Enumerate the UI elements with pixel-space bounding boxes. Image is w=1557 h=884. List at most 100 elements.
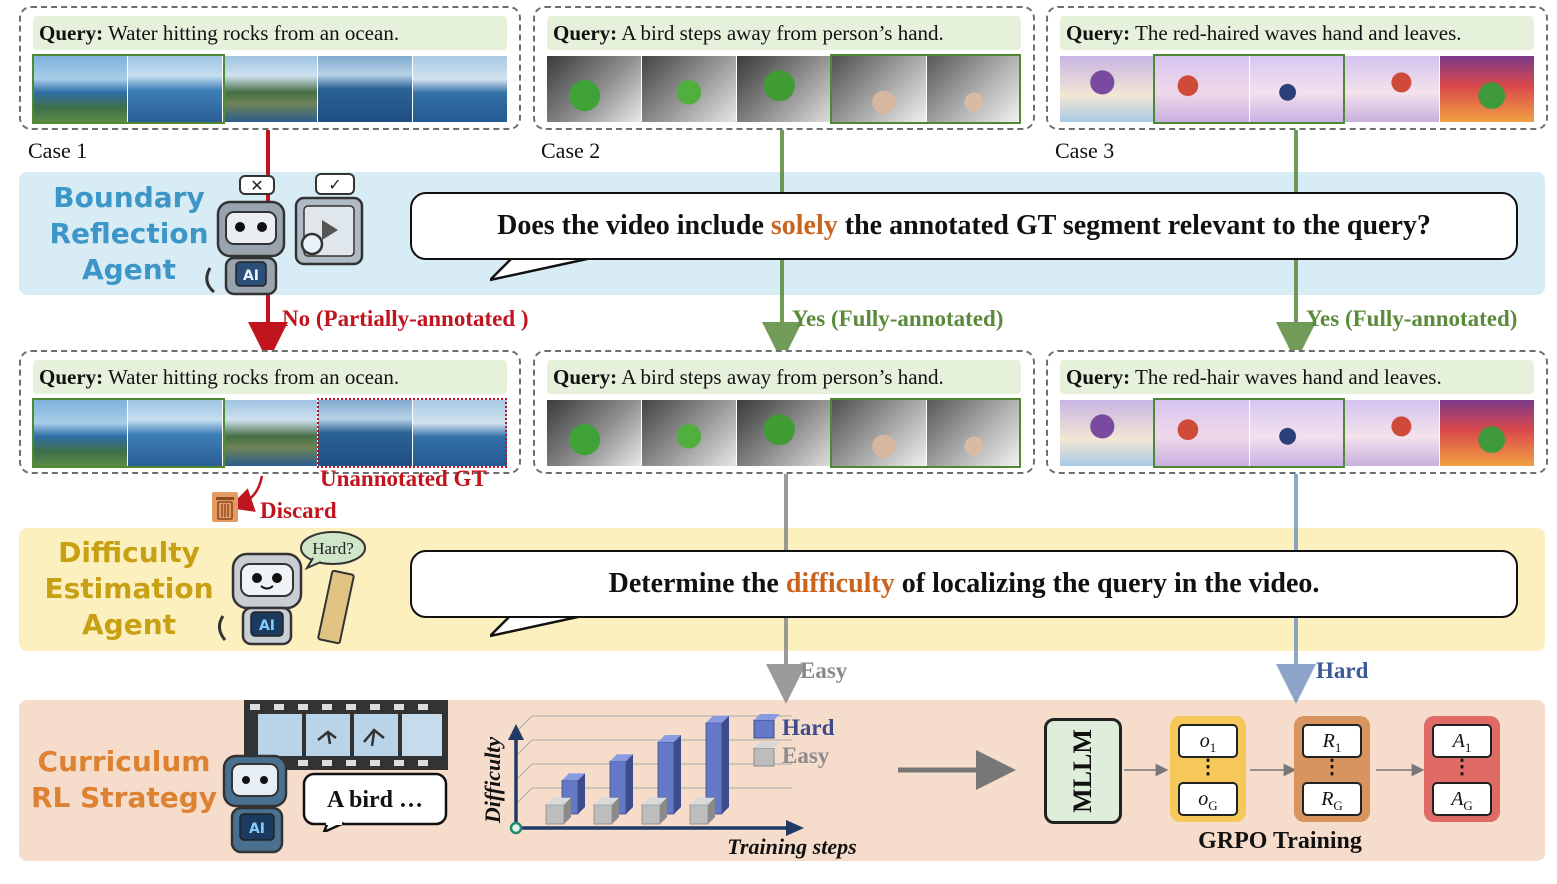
video-frame: [547, 56, 641, 122]
output-last: oG: [1178, 782, 1238, 816]
discard-label: Discard: [260, 498, 337, 523]
video-frame: [1155, 56, 1249, 122]
rewards-group: R1 ⋮ RG: [1294, 716, 1370, 822]
mllm-label: MLLM: [1068, 729, 1097, 813]
video-frame: [642, 56, 736, 122]
chart-gridline: [515, 763, 792, 781]
case1-label: Case 1: [28, 138, 88, 163]
discard-arrow: [228, 475, 264, 512]
refined-case1-gt-segment: [32, 398, 225, 468]
case2-label: Case 2: [541, 138, 601, 163]
video-frame: [1155, 400, 1249, 466]
chart-legend-easy: Easy: [753, 742, 830, 768]
chart-bar-easy: [593, 797, 619, 825]
case1-decision-label: No (Partially-annotated ): [282, 306, 529, 331]
case1-gt-segment: [32, 54, 225, 124]
video-frame: [33, 56, 127, 122]
chart-gridline: [515, 787, 792, 805]
advantage-first: A1: [1432, 724, 1492, 758]
video-frame: [1345, 56, 1439, 122]
video-frame: [642, 400, 736, 466]
video-frame: [1060, 56, 1154, 122]
svg-text:✓: ✓: [328, 175, 341, 194]
refined-case2-gt-segment: [830, 398, 1021, 468]
advantage-ellipsis: ⋮: [1452, 756, 1472, 778]
reward-last: RG: [1302, 782, 1362, 816]
chart-bar-easy: [641, 797, 667, 825]
outputs-group: o1 ⋮ oG: [1170, 716, 1246, 822]
video-frame: [33, 400, 127, 466]
boundary-agent-title: Boundary Reflection Agent: [49, 181, 209, 286]
chart-y-label: Difficulty: [480, 737, 505, 825]
refined-case1-frames: [33, 400, 507, 466]
chart-bar-easy: [545, 797, 571, 825]
chart-legend-hard-label: Hard: [782, 715, 835, 740]
video-frame: [737, 56, 831, 122]
case2-frames: [547, 56, 1021, 122]
refined-case3-gt-segment: [1153, 398, 1345, 468]
chart-grid: [515, 715, 792, 805]
video-frame: [318, 56, 412, 122]
hard-result-label: Hard: [1316, 658, 1369, 683]
svg-text:AI: AI: [243, 268, 259, 284]
chart-x-label: Training steps: [727, 834, 856, 859]
chart-gridline: [515, 715, 792, 733]
video-frame: [1250, 56, 1344, 122]
grpo-caption: GRPO Training: [1198, 828, 1362, 854]
case3-query: Query: The red-haired waves hand and lea…: [1060, 16, 1534, 50]
trash-icon: [212, 492, 238, 522]
advantages-group: A1 ⋮ AG: [1424, 716, 1500, 822]
curriculum-title: Curriculum RL Strategy: [30, 745, 218, 814]
refined-case2-frames: [547, 400, 1021, 466]
case3-box: Query: The red-haired waves hand and lea…: [1046, 6, 1548, 130]
video-frame: [927, 56, 1021, 122]
refined-case1-query: Query: Water hitting rocks from an ocean…: [33, 360, 507, 394]
video-frame: [413, 400, 507, 466]
refined-case3-frames: [1060, 400, 1534, 466]
case1-box: Query: Water hitting rocks from an ocean…: [19, 6, 521, 130]
video-frame: [128, 400, 222, 466]
video-frame: [1440, 56, 1534, 122]
svg-text:✕: ✕: [250, 176, 263, 195]
case3-gt-segment: [1153, 54, 1345, 124]
video-frame: [737, 400, 831, 466]
reward-ellipsis: ⋮: [1322, 756, 1342, 778]
advantage-last: AG: [1432, 782, 1492, 816]
refined-case1-unannotated-segment: [317, 398, 507, 468]
mllm-box: MLLM: [1044, 718, 1122, 824]
refined-case3-query: Query: The red-hair waves hand and leave…: [1060, 360, 1534, 394]
chart-legend-easy-label: Easy: [782, 743, 830, 768]
chart-y-axis-arrowhead: [508, 724, 524, 740]
boundary-question-highlight: solely: [770, 210, 838, 241]
refined-case2-query: Query: A bird steps away from person’s h…: [547, 360, 1021, 394]
output-ellipsis: ⋮: [1198, 756, 1218, 778]
video-frame: [128, 56, 222, 122]
video-frame: [1345, 400, 1439, 466]
refined-case3-box: Query: The red-hair waves hand and leave…: [1046, 350, 1548, 474]
refined-case2-box: Query: A bird steps away from person’s h…: [533, 350, 1035, 474]
chart-bar-easy: [689, 797, 715, 825]
difficulty-agent-title: Difficulty Estimation Agent: [44, 536, 214, 641]
chart-gridline: [515, 739, 792, 757]
video-frame: [223, 400, 317, 466]
svg-text:A bird …: A bird …: [327, 787, 423, 813]
case3-decision-label: Yes (Fully-annotated): [1306, 306, 1518, 331]
case2-decision-label: Yes (Fully-annotated): [792, 306, 1004, 331]
svg-text:AI: AI: [259, 618, 275, 634]
video-frame: [1440, 400, 1534, 466]
video-frame: [832, 400, 926, 466]
video-frame: [1250, 400, 1344, 466]
difficulty-robot-icon: Hard? AI: [218, 531, 366, 646]
reward-first: R1: [1302, 724, 1362, 758]
chart-legend-hard: Hard: [753, 714, 835, 740]
video-frame: [223, 56, 317, 122]
chart-bar-hard: [705, 715, 729, 815]
difficulty-chart: Difficulty Training steps Hard Easy: [480, 714, 857, 859]
chart-origin-marker: [509, 821, 523, 835]
case2-box: Query: A bird steps away from person’s h…: [533, 6, 1035, 130]
refined-case1-box: Query: Water hitting rocks from an ocean…: [19, 350, 521, 474]
video-frame: [413, 56, 507, 122]
chart-bars: [545, 715, 729, 825]
easy-result-label: Easy: [800, 658, 848, 683]
case1-query: Query: Water hitting rocks from an ocean…: [33, 16, 507, 50]
